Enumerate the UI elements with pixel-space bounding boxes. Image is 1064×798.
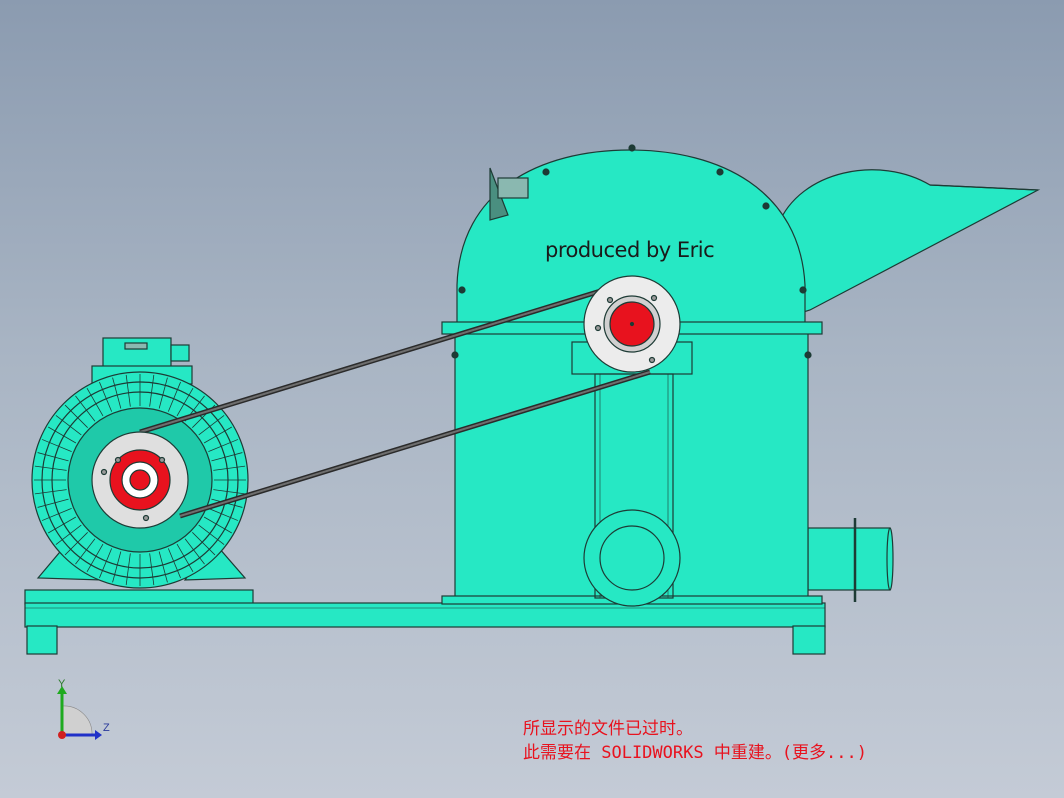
motor-fin xyxy=(158,377,168,409)
motor-fin xyxy=(99,381,113,412)
motor-fin xyxy=(64,404,88,428)
rebuild-warning-link[interactable]: 此需要在 SOLIDWORKS 中重建。(更多...) xyxy=(523,743,867,763)
motor-fin xyxy=(112,377,122,409)
motor-fin xyxy=(198,524,225,545)
motor-fin xyxy=(37,498,69,508)
motor-fin xyxy=(41,507,72,521)
motor-fin xyxy=(203,426,232,444)
motor-fin xyxy=(55,415,82,436)
motor-fin xyxy=(158,551,168,583)
motor-pulley xyxy=(91,431,189,529)
motor-fin xyxy=(192,532,216,556)
motor-fin xyxy=(198,415,225,436)
rebuild-warning-line1: 所显示的文件已过时。 xyxy=(523,719,693,739)
motor-fin xyxy=(75,395,96,422)
motor-fin xyxy=(64,532,88,556)
motor-fin xyxy=(208,507,239,521)
base-frame xyxy=(24,589,826,655)
motor-fin xyxy=(213,465,246,471)
motor-fin xyxy=(86,388,104,417)
motor-fin xyxy=(208,439,239,453)
motor-fin xyxy=(176,543,194,572)
motor-fin xyxy=(176,388,194,417)
motor-fin xyxy=(149,553,155,586)
motor-fin xyxy=(34,489,67,495)
motor-fin xyxy=(125,374,131,407)
crusher-pulley xyxy=(583,275,681,373)
model-label: produced by Eric xyxy=(545,238,715,262)
motor-fin xyxy=(75,538,96,565)
motor-fin xyxy=(149,374,155,407)
motor-fin xyxy=(48,516,77,534)
motor-fin xyxy=(211,452,243,462)
motor-fin xyxy=(167,381,181,412)
motor-fin xyxy=(55,524,82,545)
coordinate-triad xyxy=(57,686,102,740)
outlet-pipe xyxy=(807,518,894,602)
crusher-body xyxy=(441,144,823,607)
motor-fin xyxy=(86,543,104,572)
motor-fin xyxy=(112,551,122,583)
motor-fin xyxy=(48,426,77,444)
drive-belt xyxy=(139,279,651,519)
motor-fin xyxy=(34,465,67,471)
z-axis-label: Z xyxy=(103,722,110,734)
y-axis-label: Y xyxy=(58,678,66,690)
feed-hopper xyxy=(777,169,1041,321)
motor-fin xyxy=(37,452,69,462)
motor-fin xyxy=(184,538,205,565)
motor-fin xyxy=(213,489,246,495)
motor-fin xyxy=(41,439,72,453)
motor-fin xyxy=(203,516,232,534)
motor-fin xyxy=(167,548,181,579)
motor-fin xyxy=(99,548,113,579)
motor-fin xyxy=(125,553,131,586)
